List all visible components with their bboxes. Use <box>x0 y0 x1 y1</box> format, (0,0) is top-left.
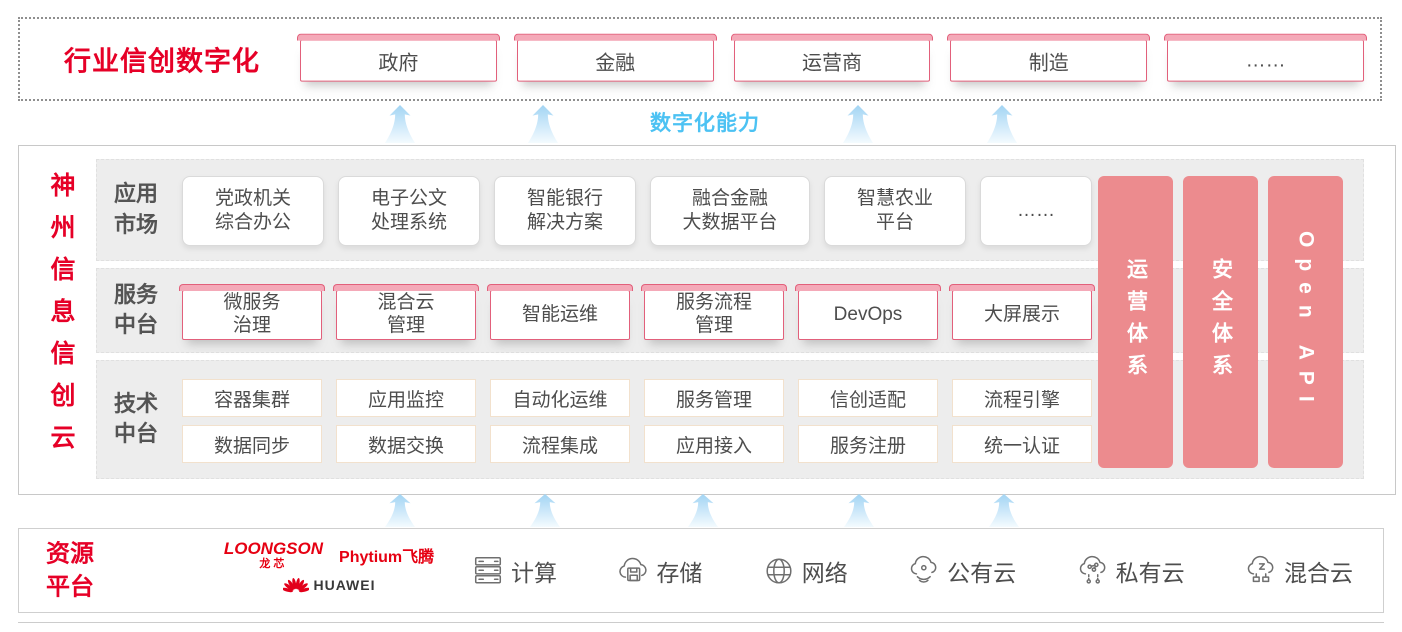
storage-icon <box>619 557 648 581</box>
app-market-row: 应用 市场 党政机关 综合办公 电子公文 处理系统 智能银行 解决方案 融合金融… <box>96 159 1364 261</box>
tech-box: 统一认证 <box>952 425 1092 463</box>
resource-items: 计算 存储 网络 <box>471 529 1353 612</box>
service-box: 微服务 治理 <box>179 284 325 340</box>
resource-item: 私有云 <box>1076 554 1185 588</box>
bottom-divider <box>18 622 1384 623</box>
app-box: 智能银行 解决方案 <box>494 176 636 246</box>
resource-item: 存储 <box>616 554 702 588</box>
tech-box: 应用监控 <box>336 379 476 417</box>
tech-box: 数据交换 <box>336 425 476 463</box>
service-box: 服务流程 管理 <box>641 284 787 340</box>
resource-item: 混合云 <box>1244 554 1353 588</box>
industry-box-finance: 金融 <box>513 33 717 82</box>
resource-item-label: 存储 <box>656 559 703 586</box>
tech-box: 数据同步 <box>182 425 322 463</box>
resource-item-label: 网络 <box>801 559 848 586</box>
pillar-security: 安全体系 <box>1183 176 1258 468</box>
platform-title-vertical: 神州信息信创云 <box>47 172 75 466</box>
resource-panel: 资源 平台 LOONGSON 龙芯 Phytium飞腾 <box>18 528 1384 613</box>
public-cloud-icon <box>910 555 937 583</box>
arrow-up-icon <box>843 105 873 143</box>
industry-banner: 行业信创数字化 政府 金融 运营商 制造 …… <box>18 17 1382 101</box>
tech-box: 容器集群 <box>182 379 322 417</box>
app-box: 党政机关 综合办公 <box>182 176 324 246</box>
arrow-up-icon <box>385 494 415 527</box>
tech-box: 信创适配 <box>798 379 938 417</box>
hybrid-cloud-icon <box>1247 555 1274 582</box>
arrow-up-icon <box>987 105 1017 143</box>
network-icon <box>766 557 792 584</box>
industry-box-more: …… <box>1164 33 1367 82</box>
resource-item: 计算 <box>471 554 557 588</box>
tech-box: 服务管理 <box>644 379 784 417</box>
resource-item: 公有云 <box>907 554 1016 588</box>
private-cloud-icon <box>1079 555 1106 584</box>
loongson-logo: LOONGSON 龙芯 <box>224 540 323 570</box>
tech-items-top: 容器集群 应用监控 自动化运维 服务管理 信创适配 流程引擎 <box>182 379 1092 417</box>
arrow-up-icon <box>530 494 560 527</box>
arrow-up-icon <box>844 494 874 527</box>
resource-title: 资源 平台 <box>46 539 94 601</box>
resource-item: 网络 <box>762 554 848 588</box>
industry-list: 政府 金融 运营商 制造 …… <box>297 33 1367 82</box>
capability-label: 数字化能力 <box>650 112 760 135</box>
resource-item-label: 私有云 <box>1115 559 1185 586</box>
service-box: 混合云 管理 <box>333 284 479 340</box>
row-label-service: 服务 中台 <box>114 281 159 338</box>
app-box: 智慧农业 平台 <box>824 176 966 246</box>
platform-panel: 神州信息信创云 应用 市场 党政机关 综合办公 电子公文 处理系统 智能银行 解… <box>18 145 1396 495</box>
phytium-logo: Phytium飞腾 <box>339 549 435 566</box>
pillar-operations: 运营体系 <box>1098 176 1173 468</box>
resource-item-label: 计算 <box>511 559 557 586</box>
tech-box: 自动化运维 <box>490 379 630 417</box>
tech-row: 技术 中台 容器集群 应用监控 自动化运维 服务管理 信创适配 流程引擎 数据同… <box>96 360 1364 479</box>
service-box: 大屏展示 <box>949 284 1095 340</box>
tech-items-bottom: 数据同步 数据交换 流程集成 应用接入 服务注册 统一认证 <box>182 425 1092 463</box>
resource-item-label: 混合云 <box>1283 559 1353 586</box>
service-box: DevOps <box>795 284 941 340</box>
banner-title: 行业信创数字化 <box>64 46 260 77</box>
tech-box: 应用接入 <box>644 425 784 463</box>
huawei-logo: HUAWEI <box>199 577 459 593</box>
huawei-flower-icon <box>282 577 309 593</box>
arrow-up-icon <box>989 494 1019 527</box>
service-row: 服务 中台 微服务 治理 混合云 管理 智能运维 服务流程 管理 DevOps … <box>96 268 1364 353</box>
row-label-app-market: 应用 市场 <box>114 181 159 237</box>
service-items: 微服务 治理 混合云 管理 智能运维 服务流程 管理 DevOps 大屏展示 <box>179 284 1095 340</box>
row-label-tech: 技术 中台 <box>114 390 159 447</box>
tech-box: 流程引擎 <box>952 379 1092 417</box>
loongson-chinese: 龙芯 <box>259 558 288 570</box>
arrow-up-icon <box>528 105 558 143</box>
app-box: …… <box>980 176 1092 246</box>
loongson-wordmark: LOONGSON <box>223 539 324 558</box>
service-box: 智能运维 <box>487 284 633 340</box>
tech-box: 流程集成 <box>490 425 630 463</box>
resource-item-label: 公有云 <box>947 559 1017 586</box>
pillar-open-api: Open API <box>1268 176 1343 468</box>
industry-box-government: 政府 <box>297 33 500 82</box>
huawei-wordmark: HUAWEI <box>313 577 376 593</box>
arrow-up-icon <box>688 494 718 527</box>
vendor-row: LOONGSON 龙芯 Phytium飞腾 <box>199 540 459 570</box>
compute-icon <box>474 556 502 584</box>
tech-box: 服务注册 <box>798 425 938 463</box>
industry-box-manufacturing: 制造 <box>947 33 1150 82</box>
industry-box-operator: 运营商 <box>730 33 934 82</box>
app-box: 融合金融 大数据平台 <box>650 176 810 246</box>
app-box: 电子公文 处理系统 <box>338 176 480 246</box>
vendor-logos: LOONGSON 龙芯 Phytium飞腾 <box>199 540 459 593</box>
arrow-up-icon <box>385 105 415 143</box>
app-market-items: 党政机关 综合办公 电子公文 处理系统 智能银行 解决方案 融合金融 大数据平台… <box>182 176 1092 246</box>
